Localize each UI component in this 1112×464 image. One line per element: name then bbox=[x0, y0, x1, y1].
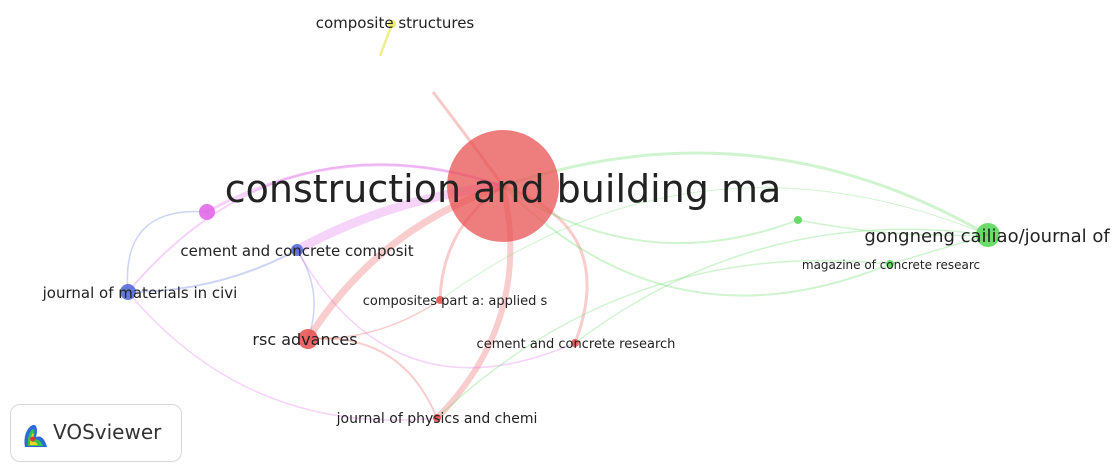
node-label-compa: composites part a: applied s bbox=[363, 294, 548, 309]
node-greensmall[interactable] bbox=[794, 216, 802, 224]
link-jmcivil-jphys bbox=[127, 291, 438, 421]
links-layer bbox=[126, 23, 990, 421]
node-compa[interactable] bbox=[436, 296, 444, 304]
vosviewer-label: VOSviewer bbox=[53, 420, 162, 444]
link-jphys-magcon bbox=[436, 259, 891, 419]
node-label-gongneng: gongneng cailiao/journal of bbox=[864, 226, 1110, 247]
node-label-jmcivil: journal of materials in civi bbox=[42, 284, 238, 302]
node-jphys[interactable] bbox=[433, 414, 441, 422]
node-label-compstruct: composite structures bbox=[316, 14, 475, 32]
labels-layer: construction and building ma cement and c… bbox=[42, 14, 1111, 427]
node-label-jphys: journal of physics and chemi bbox=[336, 411, 538, 427]
node-gongneng[interactable] bbox=[976, 223, 1000, 247]
node-label-rsc: rsc advances bbox=[252, 330, 357, 349]
node-label-magcon: magazine of concrete researc bbox=[802, 258, 980, 272]
vosviewer-logo-icon bbox=[24, 424, 47, 447]
node-magcon[interactable] bbox=[886, 260, 894, 268]
link-greensmall-gongneng bbox=[797, 219, 989, 237]
link-cbm-jmcivil bbox=[127, 163, 504, 293]
link-cbm-magcon bbox=[502, 185, 891, 297]
link-rsc-jphys bbox=[307, 337, 438, 419]
link-rsc-compa bbox=[307, 299, 441, 340]
node-cbm[interactable] bbox=[447, 130, 559, 242]
nodes-layer bbox=[120, 20, 1000, 422]
node-ccr[interactable] bbox=[571, 339, 579, 347]
link-ccc-ccr bbox=[296, 249, 576, 369]
node-jmcivil[interactable] bbox=[120, 284, 136, 300]
node-purple[interactable] bbox=[199, 204, 215, 220]
node-label-ccr: cement and concrete research bbox=[477, 337, 676, 352]
node-compstruct[interactable] bbox=[388, 20, 396, 28]
link-ccc-jmcivil bbox=[127, 249, 298, 294]
node-rsc[interactable] bbox=[298, 329, 318, 349]
node-label-ccc: cement and concrete composit bbox=[180, 242, 413, 260]
link-compa-gongneng bbox=[439, 187, 989, 301]
link-cbm-gongneng bbox=[501, 151, 990, 237]
link-ccr-gongneng bbox=[574, 228, 989, 344]
node-label-cbm: construction and building ma bbox=[225, 167, 782, 211]
node-ccc[interactable] bbox=[291, 244, 303, 256]
vosviewer-badge: VOSviewer bbox=[10, 404, 182, 462]
link-purple-jmcivil bbox=[126, 210, 208, 293]
